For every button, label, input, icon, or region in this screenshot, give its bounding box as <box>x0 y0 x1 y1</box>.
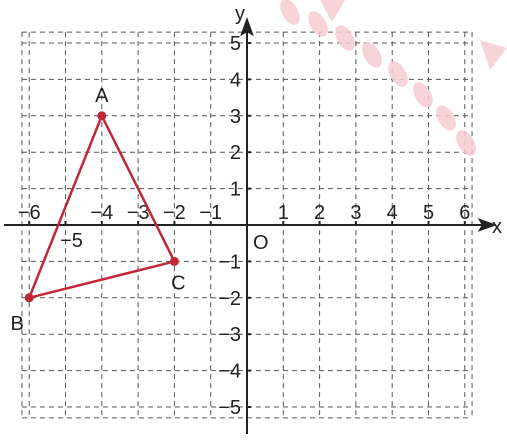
point-c <box>169 256 179 266</box>
point-b <box>24 293 34 303</box>
y-tick-label: −2 <box>218 288 241 310</box>
x-axis-label: x <box>492 216 502 238</box>
x-tick-labels: −6 −5 −4 −3 −2 −1 1 2 3 4 5 6 <box>18 202 471 252</box>
point-label-b: B <box>11 313 24 335</box>
x-tick-label: −3 <box>127 202 150 224</box>
y-tick-label: 5 <box>230 33 241 55</box>
y-tick-label: −5 <box>218 397 241 419</box>
y-axis-label: y <box>235 3 245 25</box>
y-tick-label: 3 <box>230 106 241 128</box>
x-tick-label: 5 <box>423 202 434 224</box>
x-tick-label: −4 <box>90 202 113 224</box>
x-tick-label: 3 <box>350 202 361 224</box>
x-tick-label: 4 <box>387 202 398 224</box>
x-tick-label: −1 <box>199 202 222 224</box>
y-tick-label: −1 <box>218 251 241 273</box>
axes <box>4 17 497 434</box>
y-tick-label: −4 <box>218 361 241 383</box>
x-tick-label: 2 <box>314 202 325 224</box>
x-tick-label: −5 <box>60 230 83 252</box>
point-label-a: A <box>95 85 109 107</box>
y-axis-arrow <box>240 17 254 37</box>
point-a <box>97 111 107 121</box>
x-tick-label: −6 <box>18 202 41 224</box>
y-tick-labels: 5 4 3 2 1 −1 −2 −3 −4 −5 <box>218 33 241 419</box>
x-tick-label: 6 <box>459 202 470 224</box>
x-axis-arrow <box>477 218 497 232</box>
y-tick-label: 1 <box>230 179 241 201</box>
y-tick-label: 2 <box>230 142 241 164</box>
y-tick-label: −3 <box>218 324 241 346</box>
x-tick-label: −2 <box>163 202 186 224</box>
origin-label: O <box>253 232 269 254</box>
triangle-outline <box>27 114 176 300</box>
triangle-abc: A B C <box>11 85 186 335</box>
y-tick-label: 4 <box>230 69 241 91</box>
point-label-c: C <box>171 272 185 294</box>
x-tick-label: 1 <box>278 202 289 224</box>
